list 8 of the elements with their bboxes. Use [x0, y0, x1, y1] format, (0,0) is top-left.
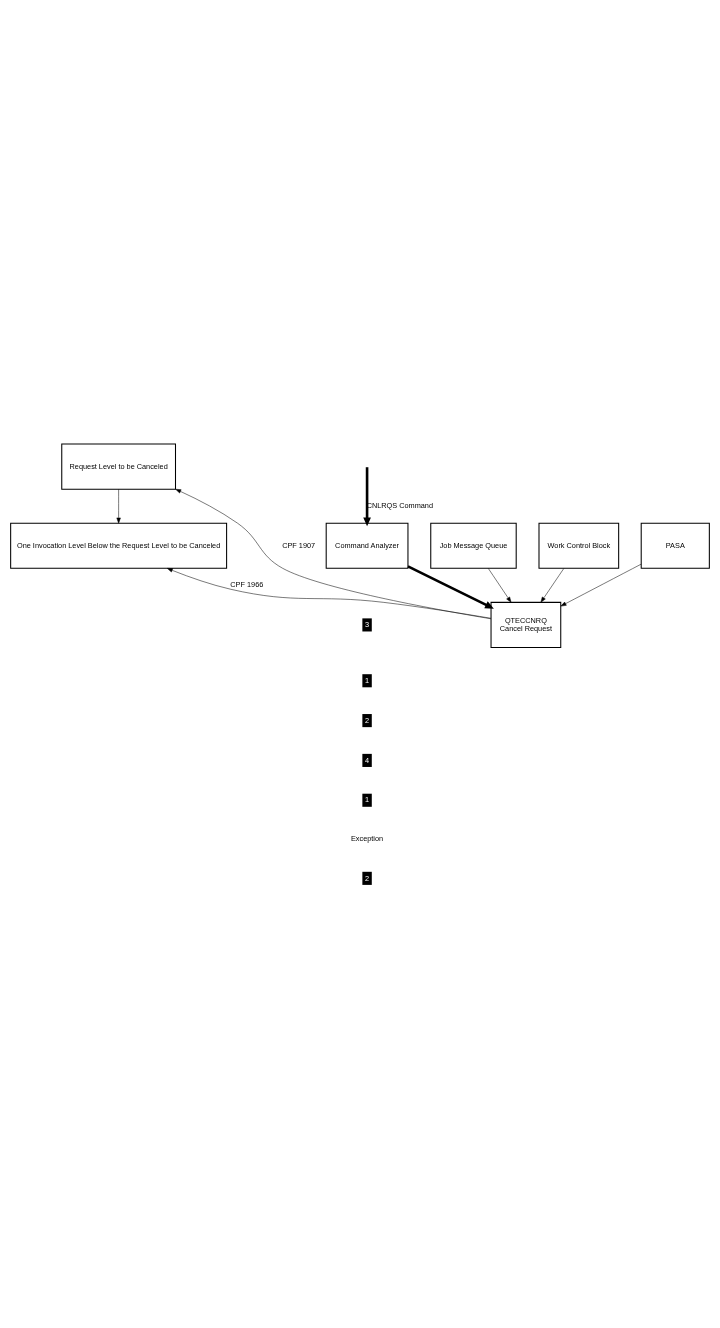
arrow: [488, 567, 512, 603]
arrow: [363, 466, 371, 526]
arrow: [167, 567, 492, 619]
arrow: [407, 564, 494, 609]
arrow: [116, 488, 121, 523]
arrow: [540, 567, 565, 603]
arrow: [560, 563, 642, 606]
arrow: [175, 488, 492, 619]
